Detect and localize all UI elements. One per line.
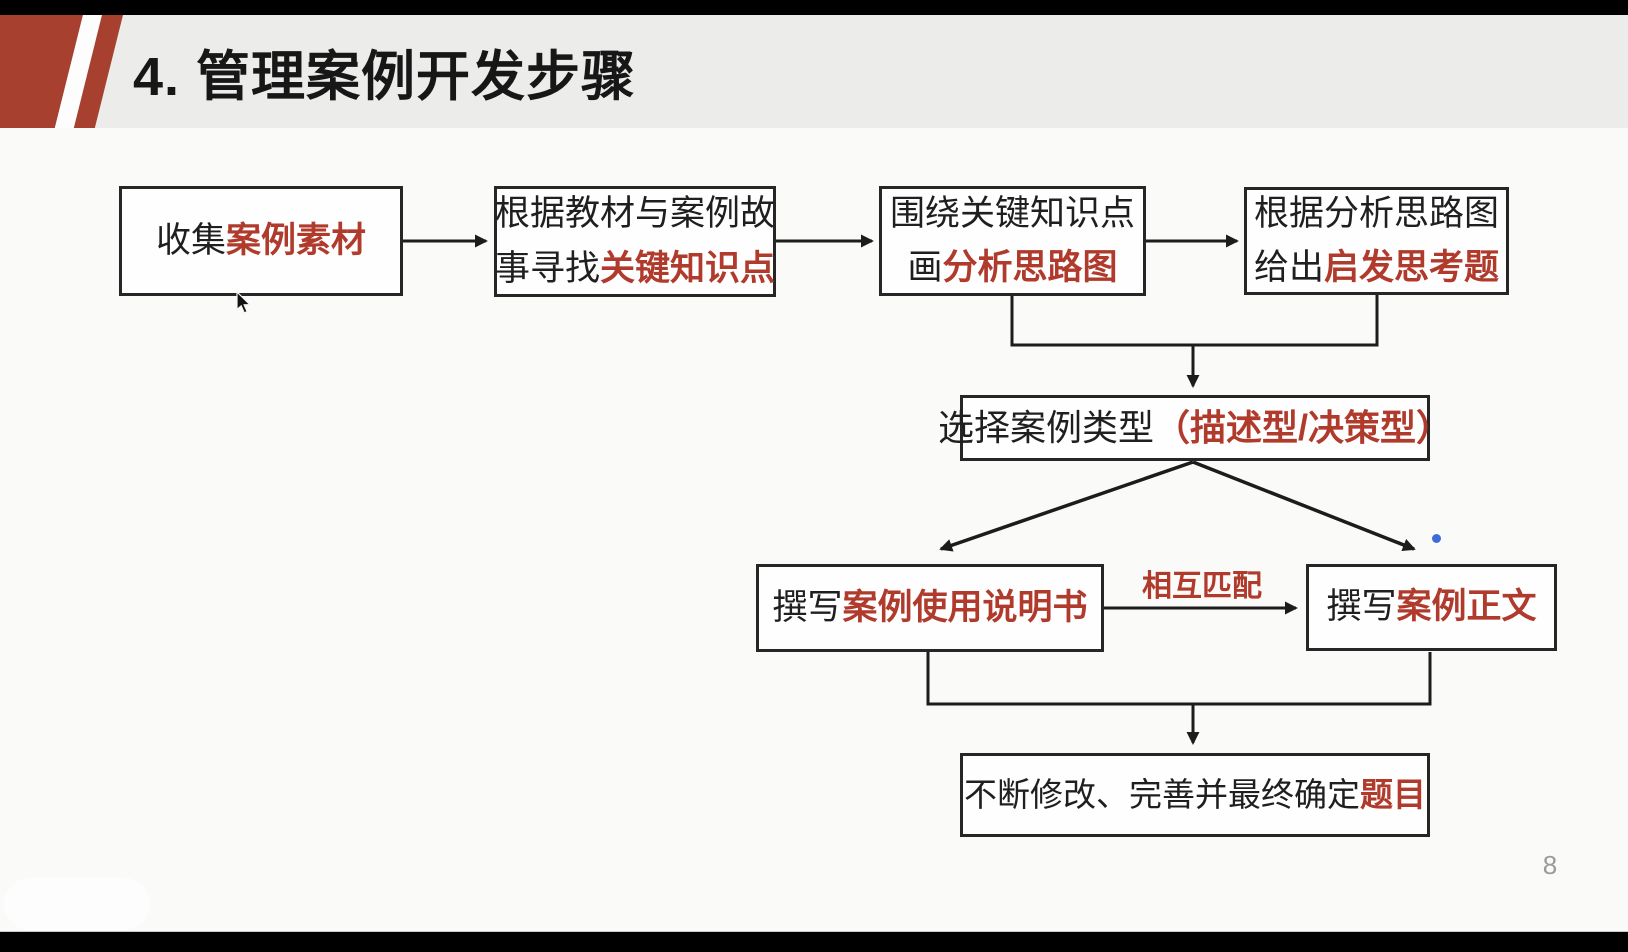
flow-box-text-line1: 围绕关键知识点 — [889, 193, 1135, 233]
text-run-black: 事寻找 — [494, 248, 600, 288]
flow-box-text: 收集案例素材 — [156, 214, 366, 268]
flow-box-write-case-body: 撰写案例正文 — [1306, 564, 1557, 651]
letterbox-bar-bottom — [0, 931, 1628, 952]
flow-box-text-line1: 根据分析思路图 — [1253, 193, 1499, 233]
page-title: 4. 管理案例开发步骤 — [133, 47, 637, 107]
flow-box-find-key-points: 根据教材与案例故 事寻找关键知识点 — [494, 186, 776, 297]
flow-box-text-line2: 事寻找关键知识点 — [495, 242, 775, 296]
mutual-match-label: 相互匹配 — [1142, 570, 1262, 603]
flow-box-text-line1: 根据教材与案例故 — [495, 194, 776, 234]
text-run-red: 分析思路图 — [942, 248, 1118, 287]
connector-bottom-merge — [926, 652, 1432, 706]
text-run-black: 画 — [907, 248, 943, 287]
flow-box-collect-material: 收集案例素材 — [119, 186, 403, 296]
text-run-red: 案例使用说明书 — [842, 587, 1088, 627]
text-run-red: 关键知识点 — [600, 248, 776, 288]
slide-header-band — [0, 15, 1628, 128]
mouse-pointer-icon — [236, 291, 252, 314]
text-run-black: 不断修改、完善并最终确定 — [964, 776, 1360, 814]
text-run-black: 收集 — [155, 220, 226, 260]
letterbox-bar-top — [0, 0, 1628, 15]
flow-box-finalize-title: 不断修改、完善并最终确定题目 — [960, 753, 1430, 837]
flow-box-text-line2: 给出启发思考题 — [1254, 241, 1499, 295]
flow-box-draw-analysis-map: 围绕关键知识点 画分析思路图 — [879, 186, 1146, 296]
text-run-black: 撰写 — [772, 587, 843, 627]
text-run-black: 给出 — [1253, 248, 1324, 287]
text-run-red: 启发思考题 — [1324, 248, 1500, 287]
page-number: 8 — [1542, 850, 1558, 880]
flow-box-text: 不断修改、完善并最终确定题目 — [964, 769, 1426, 820]
flow-box-write-usage-manual: 撰写案例使用说明书 — [756, 564, 1104, 652]
flow-box-text: 选择案例类型（描述型/决策型） — [938, 400, 1452, 456]
connector-top-merge — [1010, 295, 1379, 347]
text-run-black: 撰写 — [1326, 587, 1397, 627]
arrow-b5-b7 — [1192, 460, 1416, 552]
flow-box-text: 撰写案例使用说明书 — [772, 581, 1087, 635]
faded-overlay-pill — [4, 878, 150, 930]
flow-box-inspiring-questions: 根据分析思路图 给出启发思考题 — [1244, 187, 1509, 295]
text-run-red: 案例正文 — [1396, 587, 1537, 627]
flow-box-text-line2: 画分析思路图 — [907, 241, 1117, 295]
flow-box-text: 撰写案例正文 — [1326, 580, 1536, 634]
blue-ink-dot-icon — [1432, 534, 1441, 543]
flow-box-choose-case-type: 选择案例类型（描述型/决策型） — [938, 395, 1452, 461]
text-run-red: 题目 — [1360, 776, 1426, 814]
text-run-red: 案例素材 — [226, 220, 367, 260]
text-run-black: 选择案例类型 — [937, 407, 1154, 449]
arrow-b5-b6 — [939, 460, 1194, 552]
text-run-red: （描述型/决策型） — [1154, 407, 1453, 449]
